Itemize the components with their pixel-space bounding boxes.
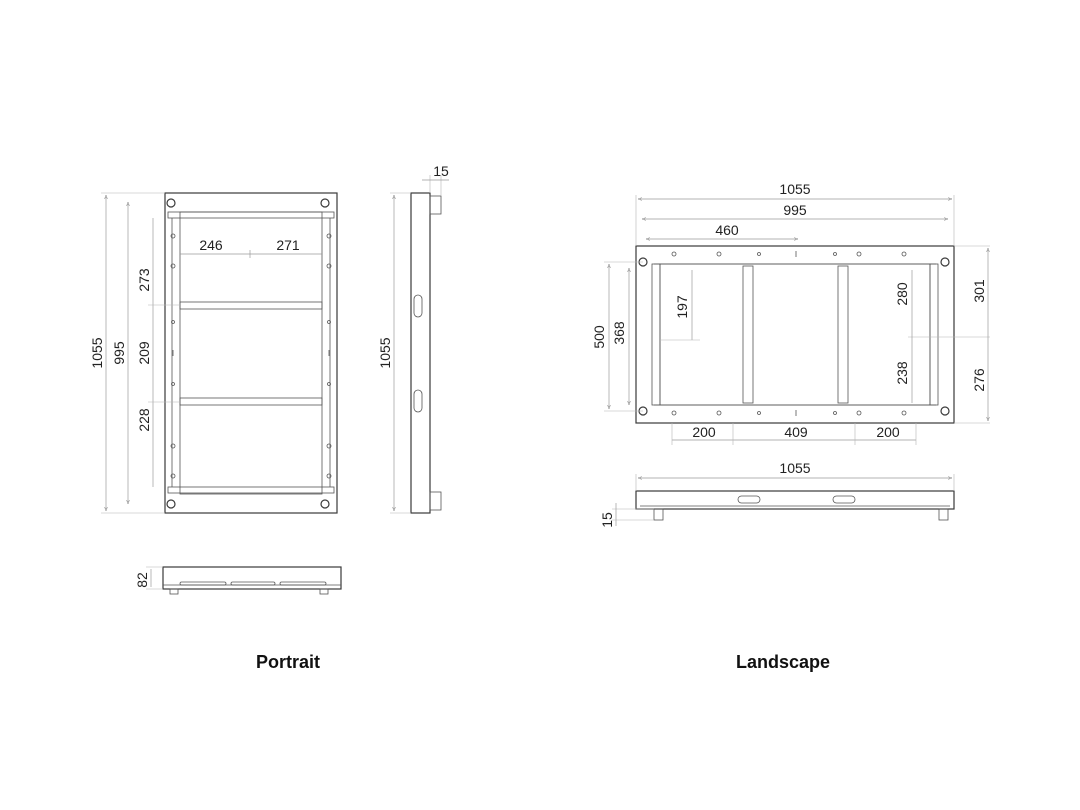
dim-portrait-top-left: 246 xyxy=(199,237,223,253)
portrait-front-view xyxy=(164,192,338,514)
dim-landscape-side-width: 1055 xyxy=(779,460,810,476)
dim-portrait-side-depth: 15 xyxy=(433,163,449,179)
dim-landscape-right-bottom-inner: 238 xyxy=(894,361,910,385)
dim-portrait-side-height: 1055 xyxy=(377,337,393,368)
dim-portrait-bottom-depth: 82 xyxy=(134,572,150,588)
landscape-dimensions xyxy=(604,195,990,445)
dim-portrait-inner-height: 995 xyxy=(111,341,127,365)
dim-landscape-right-top-inner: 280 xyxy=(894,282,910,306)
caption-landscape: Landscape xyxy=(736,652,830,672)
dim-landscape-inner-width: 995 xyxy=(783,202,807,218)
portrait-side-view xyxy=(390,175,449,514)
landscape-front-view xyxy=(635,245,955,424)
dim-landscape-bottom-mid: 409 xyxy=(784,424,808,440)
caption-portrait: Portrait xyxy=(256,652,320,672)
dim-portrait-seg-top: 273 xyxy=(136,268,152,292)
dim-landscape-left-seg: 197 xyxy=(674,295,690,319)
dim-landscape-right-bottom-outer: 276 xyxy=(971,368,987,392)
dim-landscape-right-top-outer: 301 xyxy=(971,279,987,303)
dim-landscape-bottom-right: 200 xyxy=(876,424,900,440)
landscape-side-view xyxy=(612,474,955,526)
portrait-dimensions xyxy=(101,192,322,514)
dim-landscape-side-depth: 15 xyxy=(599,512,615,528)
dim-portrait-seg-bottom: 228 xyxy=(136,408,152,432)
dim-landscape-left-outer: 500 xyxy=(591,325,607,349)
portrait-bottom-view xyxy=(146,566,342,595)
dim-portrait-seg-mid: 209 xyxy=(136,341,152,365)
dim-landscape-bottom-left: 200 xyxy=(692,424,716,440)
dim-landscape-top-offset: 460 xyxy=(715,222,739,238)
dim-landscape-overall-width: 1055 xyxy=(779,181,810,197)
dim-portrait-overall-height: 1055 xyxy=(89,337,105,368)
dim-portrait-top-right: 271 xyxy=(276,237,300,253)
dim-landscape-left-inner: 368 xyxy=(611,321,627,345)
